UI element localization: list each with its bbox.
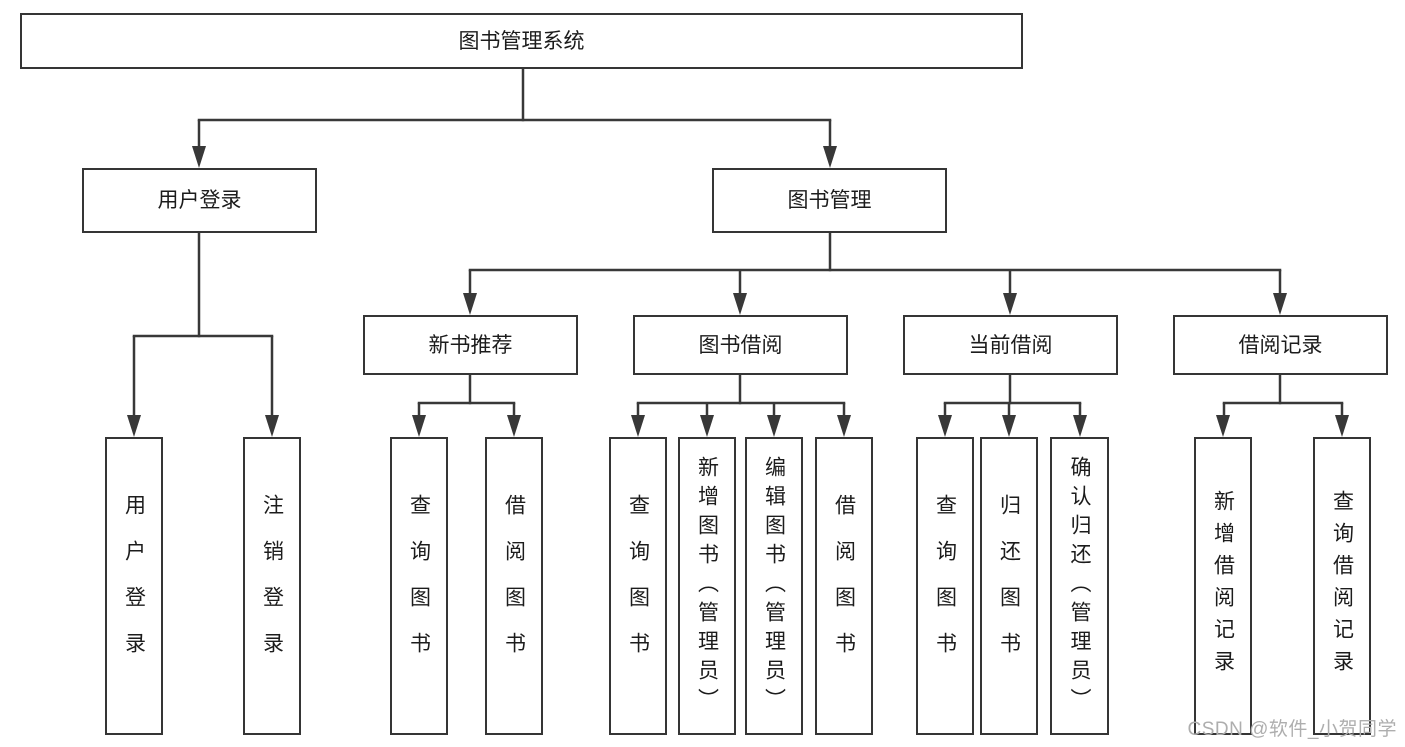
leaf-logout: 注销登录 (243, 437, 301, 735)
node-book-borrow-label: 图书借阅 (698, 333, 783, 357)
arrowhead (1002, 415, 1016, 437)
node-book-management-label: 图书管理 (787, 189, 872, 212)
node-root: 图书管理系统 (20, 13, 1023, 69)
leaf-add-book-admin: 新增图书（管理员） (678, 437, 736, 735)
arrowhead (1335, 415, 1349, 437)
node-borrow-records: 借阅记录 (1173, 315, 1388, 375)
node-user-login-label: 用户登录 (157, 189, 242, 212)
node-book-management: 图书管理 (712, 168, 947, 233)
leaf-return-book: 归还图书 (980, 437, 1038, 735)
arrowhead (938, 415, 952, 437)
arrowhead (700, 415, 714, 437)
arrowhead (192, 146, 206, 168)
leaf-query-borrow-record: 查询借阅记录 (1313, 437, 1371, 735)
leaf-query-books-2-label: 查询图书 (626, 494, 650, 678)
leaf-borrow-books-1: 借阅图书 (485, 437, 543, 735)
leaf-query-books-1-label: 查询图书 (407, 494, 431, 678)
node-new-book-recommend-label: 新书推荐 (428, 333, 513, 357)
leaf-add-book-admin-label: 新增图书（管理员） (695, 455, 719, 717)
watermark: CSDN @软件_小贺同学 (1187, 719, 1397, 740)
arrowhead (733, 293, 747, 315)
node-current-borrow-label: 当前借阅 (968, 333, 1053, 357)
leaf-borrow-books-2: 借阅图书 (815, 437, 873, 735)
leaf-add-borrow-record-label: 新增借阅记录 (1211, 490, 1235, 682)
arrowhead (1216, 415, 1230, 437)
arrowhead (1273, 293, 1287, 315)
arrowhead (823, 146, 837, 168)
node-root-label: 图书管理系统 (458, 29, 585, 53)
arrowhead (127, 415, 141, 437)
leaf-add-borrow-record: 新增借阅记录 (1194, 437, 1252, 735)
node-book-borrow: 图书借阅 (633, 315, 848, 375)
node-borrow-records-label: 借阅记录 (1238, 333, 1323, 357)
node-user-login: 用户登录 (82, 168, 317, 233)
leaf-query-borrow-record-label: 查询借阅记录 (1330, 490, 1354, 682)
leaf-logout-label: 注销登录 (260, 494, 284, 678)
leaf-user-login: 用户登录 (105, 437, 163, 735)
leaf-query-books-2: 查询图书 (609, 437, 667, 735)
leaf-query-books-3: 查询图书 (916, 437, 974, 735)
leaf-edit-book-admin: 编辑图书（管理员） (745, 437, 803, 735)
arrowhead (837, 415, 851, 437)
leaf-user-login-label: 用户登录 (122, 494, 146, 678)
arrowhead (1003, 293, 1017, 315)
arrowhead (631, 415, 645, 437)
arrowhead (265, 415, 279, 437)
arrowhead (412, 415, 426, 437)
leaf-borrow-books-1-label: 借阅图书 (502, 494, 526, 678)
node-current-borrow: 当前借阅 (903, 315, 1118, 375)
leaf-edit-book-admin-label: 编辑图书（管理员） (762, 455, 786, 717)
leaf-confirm-return-admin: 确认归还（管理员） (1050, 437, 1109, 735)
leaf-confirm-return-admin-label: 确认归还（管理员） (1068, 455, 1091, 717)
arrowhead (463, 293, 477, 315)
leaf-query-books-3-label: 查询图书 (933, 494, 957, 678)
arrowhead (767, 415, 781, 437)
leaf-return-book-label: 归还图书 (997, 494, 1021, 678)
arrowhead (1073, 415, 1087, 437)
node-new-book-recommend: 新书推荐 (363, 315, 578, 375)
leaf-borrow-books-2-label: 借阅图书 (832, 494, 856, 678)
arrowhead (507, 415, 521, 437)
leaf-query-books-1: 查询图书 (390, 437, 448, 735)
